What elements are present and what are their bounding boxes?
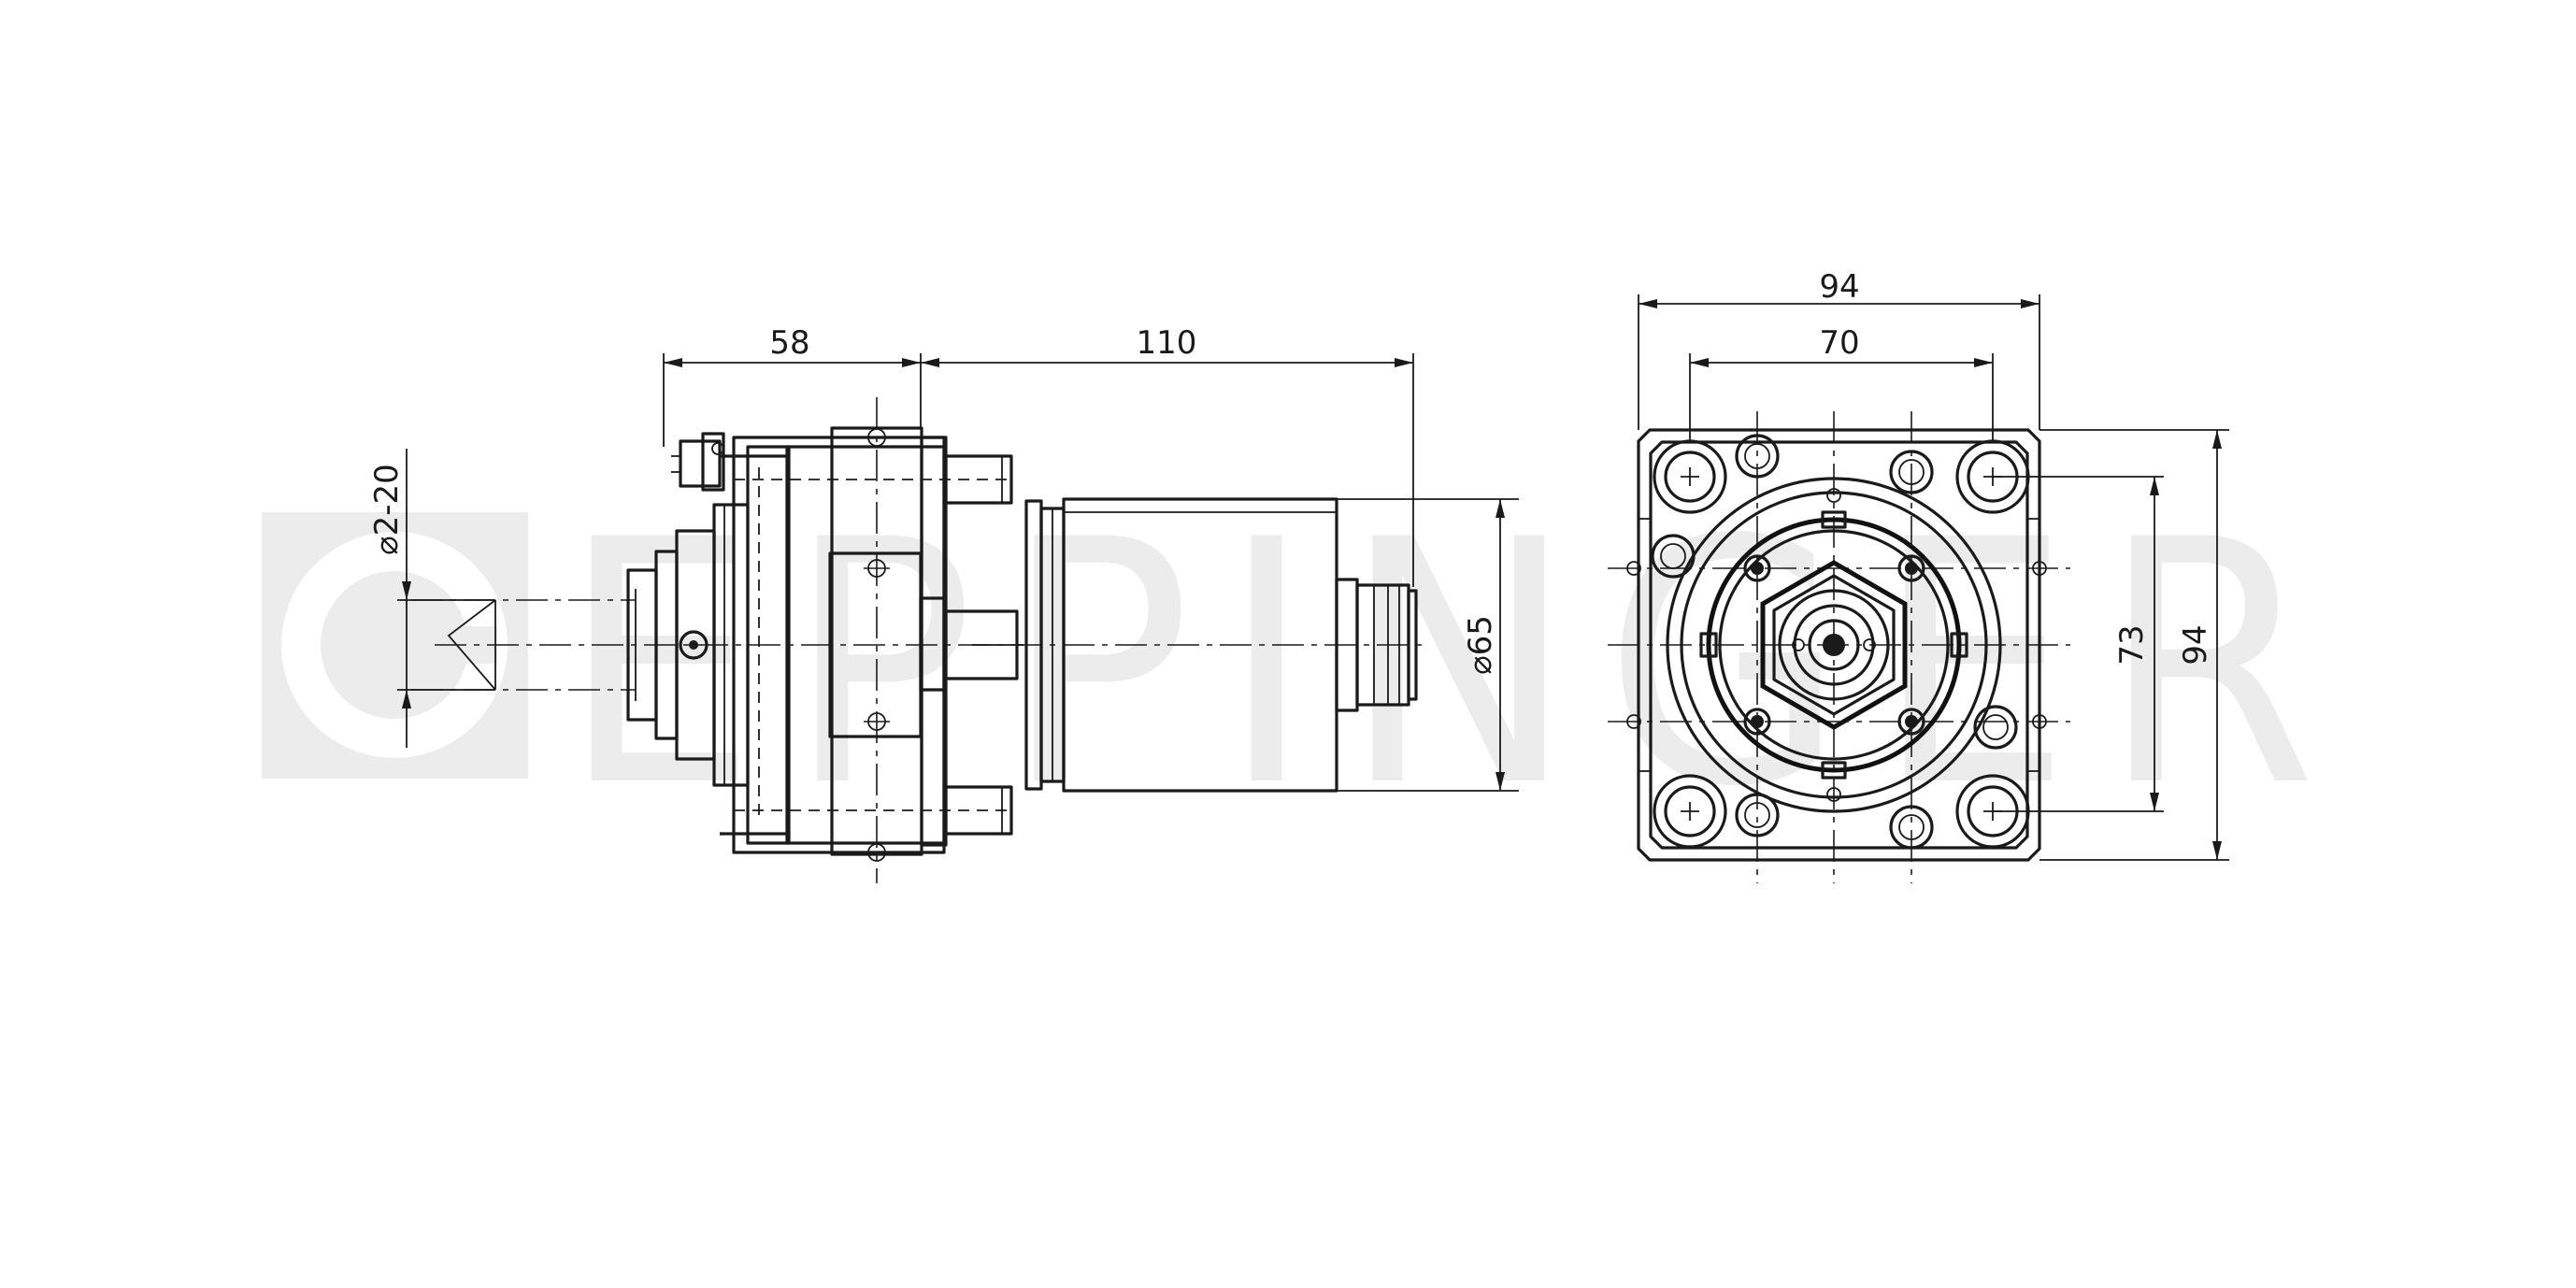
watermark: EPPINGER <box>262 468 2346 860</box>
dimension-73-height-label: 73 <box>2113 624 2151 665</box>
dimension-94-height: 94 <box>2039 429 2229 861</box>
dimension-70-width: 70 <box>1689 324 1994 441</box>
dimension-diameter-2-20-label: ⌀2-20 <box>368 464 406 555</box>
dimension-diameter-65-label: ⌀65 <box>1462 615 1499 675</box>
dimension-73-height: 73 <box>1993 476 2164 812</box>
bolt-bottom-left <box>1653 774 1727 849</box>
round-housing <box>1626 477 2047 813</box>
side-view: 58 110 ⌀65 ⌀2-20 <box>368 324 1519 883</box>
drill-tool-outline <box>411 599 636 691</box>
watermark-text: EPPINGER <box>561 468 2346 860</box>
dimension-110: 110 <box>921 324 1414 587</box>
bolt-top-left <box>1653 439 1727 514</box>
mounting-pins <box>734 454 1023 836</box>
hex-nut <box>1760 560 1908 730</box>
front-view: 94 70 73 94 <box>1608 268 2229 883</box>
dimension-94-width: 94 <box>1638 268 2040 430</box>
dimension-diameter-2-20: ⌀2-20 <box>368 449 495 748</box>
dimension-94-width-label: 94 <box>1819 268 1859 306</box>
front-flange <box>712 445 791 845</box>
square-flange <box>1637 428 2041 862</box>
dimension-diameter-65: ⌀65 <box>1064 498 1519 792</box>
inner-bolts <box>1743 554 1925 736</box>
dimension-70-width-label: 70 <box>1819 324 1859 362</box>
dimension-94-height-label: 94 <box>2177 624 2214 665</box>
dimension-110-label: 110 <box>1137 324 1197 362</box>
dimension-58-label: 58 <box>769 324 809 362</box>
